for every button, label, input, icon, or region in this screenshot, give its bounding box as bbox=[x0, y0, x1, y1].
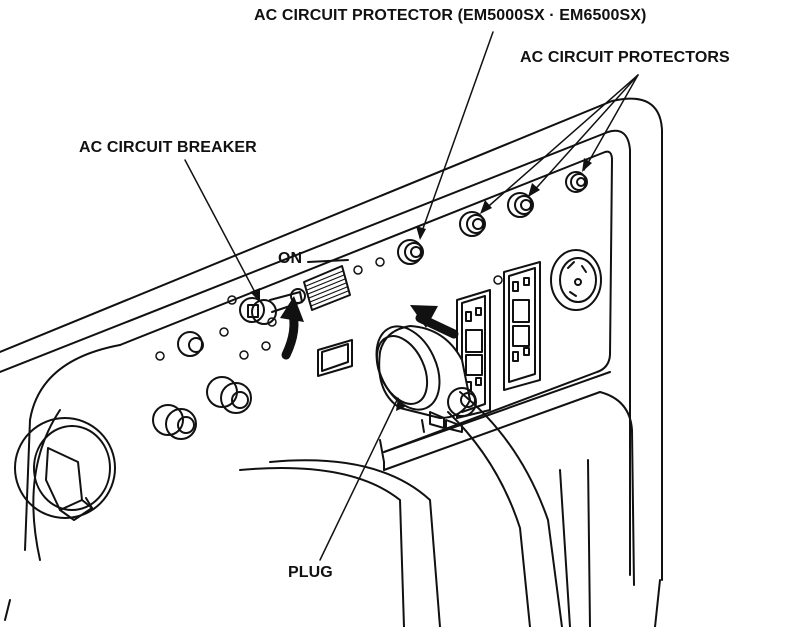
engine-switch-knob bbox=[15, 418, 115, 520]
twist-lock-receptacle bbox=[551, 250, 601, 310]
circuit-protector-button-4 bbox=[566, 172, 587, 192]
label-on: ON bbox=[278, 250, 302, 268]
label-plug: PLUG bbox=[288, 564, 333, 582]
label-ac-circuit-protector-model: AC CIRCUIT PROTECTOR (EM5000SX · EM6500S… bbox=[254, 7, 646, 25]
small-knob bbox=[178, 332, 203, 356]
plug-and-cord bbox=[364, 316, 562, 627]
leader-lines bbox=[185, 32, 638, 560]
dc-terminals bbox=[153, 377, 251, 439]
lower-body bbox=[240, 460, 660, 627]
label-ac-circuit-breaker: AC CIRCUIT BREAKER bbox=[79, 139, 257, 157]
circuit-protector-button-1 bbox=[398, 240, 423, 264]
gfci-receptacle-right bbox=[504, 262, 540, 390]
circuit-protector-button-3 bbox=[508, 193, 533, 217]
label-ac-circuit-protectors: AC CIRCUIT PROTECTORS bbox=[520, 49, 730, 67]
circuit-protector-button-2 bbox=[460, 212, 485, 236]
pilot-lamp bbox=[318, 340, 352, 376]
